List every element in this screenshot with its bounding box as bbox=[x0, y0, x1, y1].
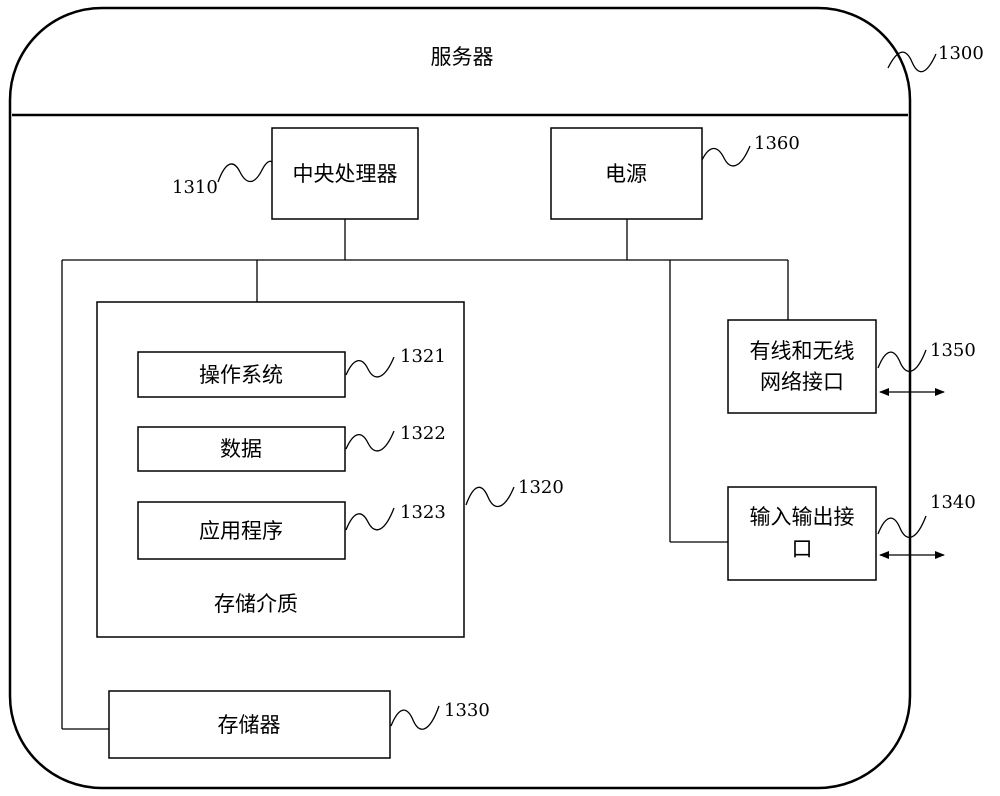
storage-medium-label: 存储介质 bbox=[214, 592, 298, 616]
network-interface-ref-leader bbox=[877, 349, 927, 372]
io-interface-box bbox=[727, 486, 877, 581]
network-interface-ref-number: 1350 bbox=[930, 340, 976, 361]
memory-ref-number: 1330 bbox=[444, 700, 490, 721]
power-ref-leader bbox=[701, 145, 751, 167]
storage-medium-ref-number: 1320 bbox=[518, 477, 564, 498]
network-interface-label-line1: 有线和无线 bbox=[750, 339, 855, 363]
application-ref-leader bbox=[345, 507, 395, 531]
memory-box bbox=[108, 690, 391, 759]
data-box bbox=[137, 426, 346, 472]
server-frame bbox=[8, 6, 912, 790]
application-label: 应用程序 bbox=[199, 519, 283, 543]
cpu-ref-number: 1310 bbox=[172, 177, 218, 198]
io-interface-label-line1: 输入输出接 bbox=[750, 505, 855, 529]
network-interface-label-line2: 网络接口 bbox=[760, 370, 844, 394]
cpu-label: 中央处理器 bbox=[293, 162, 398, 186]
application-ref-number: 1323 bbox=[400, 502, 446, 523]
power-ref-number: 1360 bbox=[754, 133, 800, 154]
operating-system-box bbox=[137, 351, 346, 398]
cpu-ref-leader bbox=[217, 160, 273, 183]
storage-medium-ref-leader bbox=[465, 486, 515, 507]
operating-system-label: 操作系统 bbox=[199, 363, 283, 387]
operating-system-ref-leader bbox=[345, 356, 395, 378]
server-ref-leader bbox=[887, 51, 937, 73]
application-box bbox=[137, 501, 346, 560]
cpu-box bbox=[271, 127, 419, 220]
data-label: 数据 bbox=[220, 437, 262, 461]
memory-ref-leader bbox=[390, 705, 440, 730]
io-interface-ref-leader bbox=[877, 515, 927, 538]
io-interface-label-line2: 口 bbox=[792, 537, 813, 561]
data-ref-leader bbox=[345, 430, 395, 452]
server-ref-number: 1300 bbox=[938, 43, 984, 64]
operating-system-ref-number: 1321 bbox=[400, 346, 446, 367]
server-title: 服务器 bbox=[431, 45, 494, 69]
network-interface-box bbox=[727, 319, 877, 414]
bus-lines bbox=[61, 219, 789, 730]
power-label: 电源 bbox=[605, 162, 647, 186]
data-ref-number: 1322 bbox=[400, 423, 446, 444]
memory-label: 存储器 bbox=[218, 713, 281, 737]
io-interface-ref-number: 1340 bbox=[930, 492, 976, 513]
power-box bbox=[550, 127, 703, 220]
